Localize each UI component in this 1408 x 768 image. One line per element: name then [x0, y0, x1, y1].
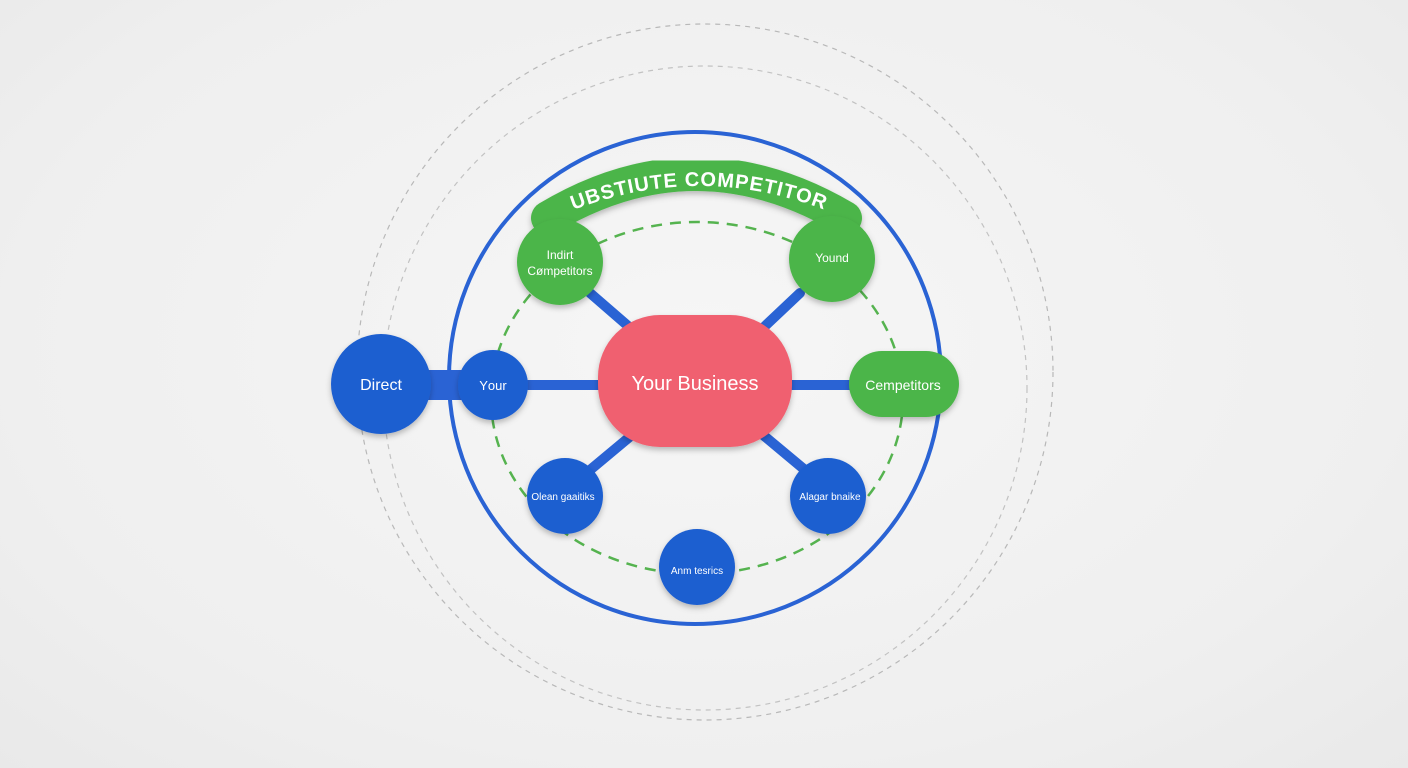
substitute-competitors-banner — [531, 157, 862, 235]
bottom-right-label: Alagar bnaike — [799, 492, 861, 503]
bottom-right-node[interactable] — [790, 458, 866, 534]
banner-label: SUBSTIUTE COMPETITORS — [0, 0, 831, 215]
competitors-label: Cempetitors — [865, 377, 940, 393]
direct-node[interactable] — [331, 334, 431, 434]
bottom-left-label: Olean gaaitiks — [531, 492, 594, 503]
your-node[interactable] — [458, 350, 528, 420]
indirect-competitors-node[interactable] — [517, 219, 603, 305]
direct-label: Direct — [360, 377, 402, 394]
yound-label: Yound — [815, 251, 849, 265]
your-business-node[interactable] — [598, 315, 792, 447]
indirect-label-line1: Indirt — [547, 248, 574, 262]
your-business-label: Your Business — [631, 373, 758, 395]
your-label: Yоur — [479, 378, 507, 393]
indirect-label-line2: Cømpetitors — [527, 264, 592, 278]
bottom-left-node[interactable] — [527, 458, 603, 534]
bottom-center-label: Anm tesrics — [671, 566, 723, 577]
competitors-node[interactable] — [849, 351, 959, 417]
yound-node[interactable] — [789, 216, 875, 302]
bottom-center-node[interactable] — [659, 529, 735, 605]
